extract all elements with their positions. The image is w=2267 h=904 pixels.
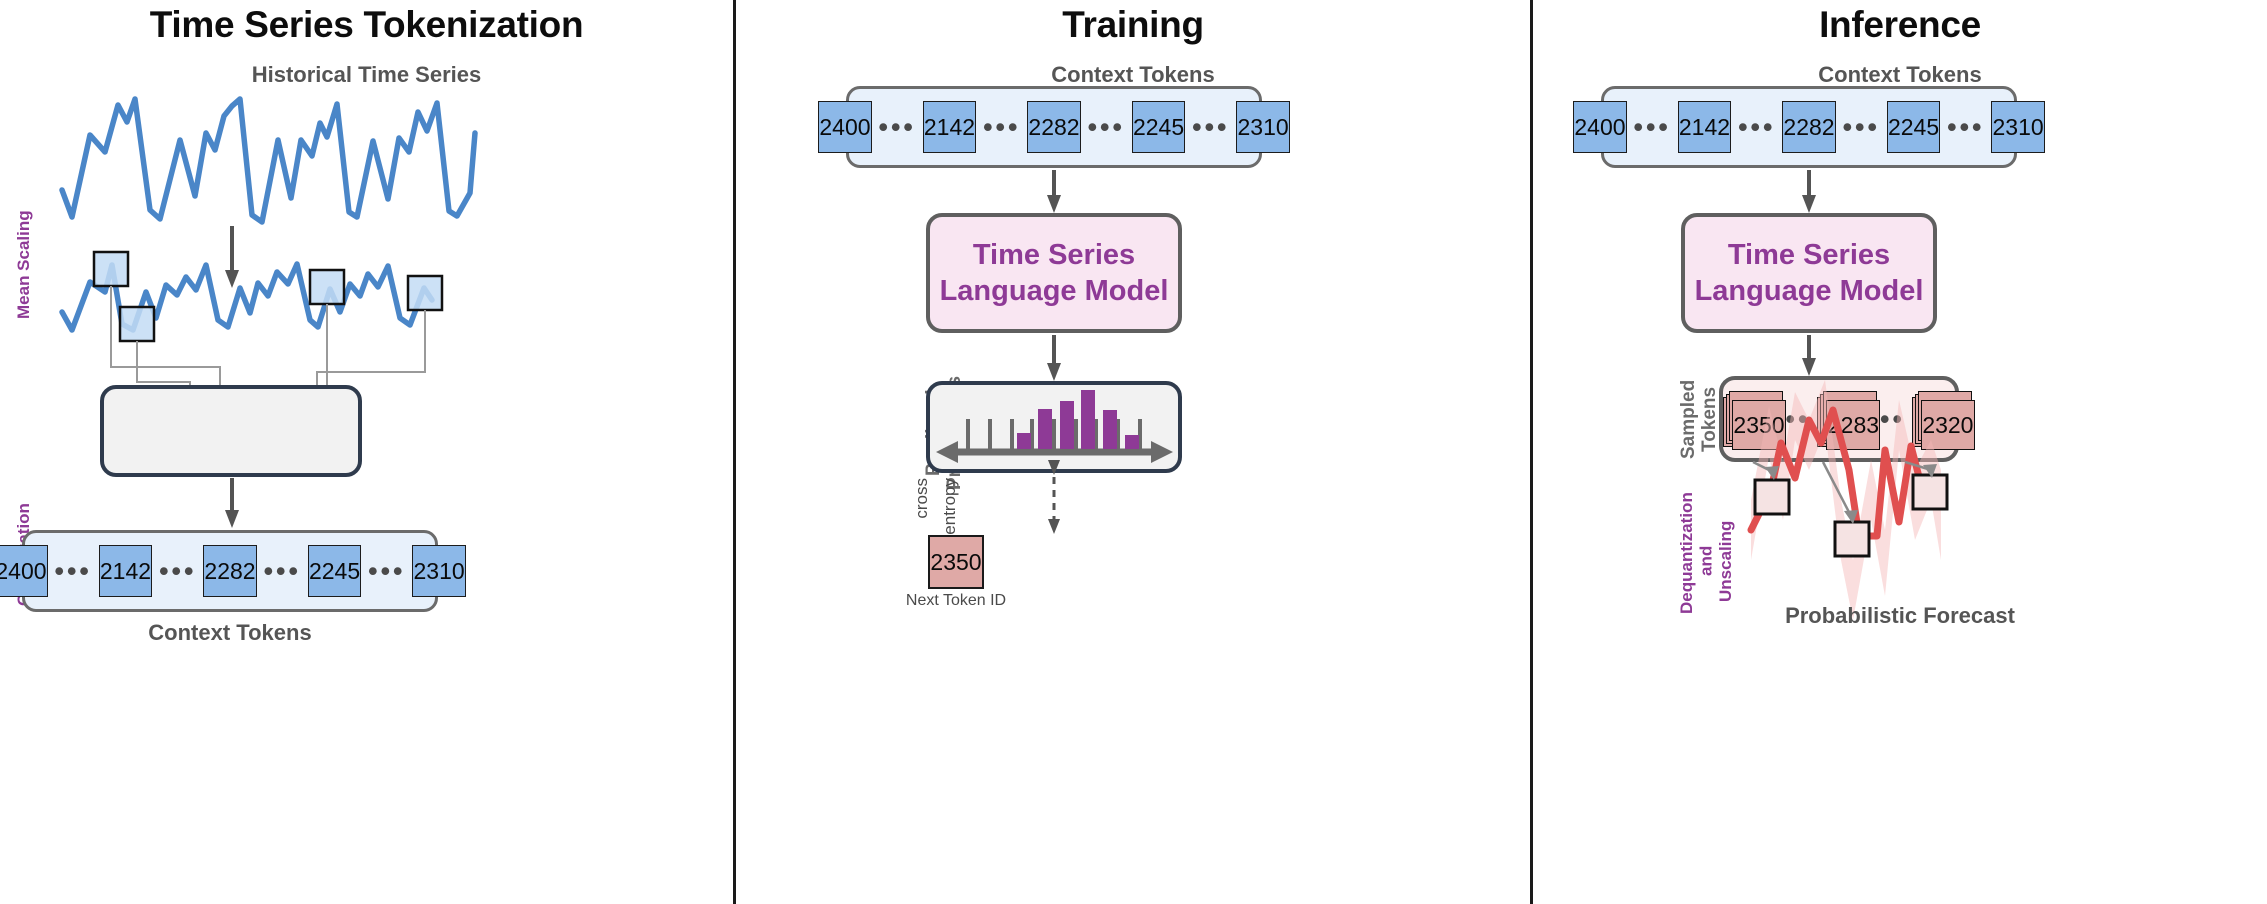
sampled-token-stack-0[interactable]: 2350 bbox=[1723, 391, 1786, 450]
tokenization-context-ellipsis-2: ••• bbox=[159, 555, 197, 586]
dequantized-point-2 bbox=[1833, 520, 1871, 558]
dequantized-point-3 bbox=[1911, 473, 1949, 511]
tokenization-context-ellipsis-1: ••• bbox=[54, 555, 92, 586]
inference-context-token-2[interactable]: 2282 bbox=[1782, 101, 1836, 153]
panel-divider-1 bbox=[733, 0, 736, 904]
cross-entropy-connector bbox=[1048, 460, 1060, 534]
inference-context-token-1[interactable]: 2142 bbox=[1677, 101, 1732, 153]
quantization-box bbox=[100, 385, 362, 477]
arrow-scaling bbox=[225, 226, 239, 288]
sampled-token-stack-2[interactable]: 2320 bbox=[1911, 391, 1975, 450]
token-window-2 bbox=[118, 305, 156, 343]
tokenization-context-token-0[interactable]: 2400 bbox=[0, 545, 48, 597]
tokenization-context-ellipsis-4: ••• bbox=[368, 555, 406, 586]
next-token-id-caption: Next Token ID bbox=[905, 592, 1007, 609]
training-context-token-0[interactable]: 2400 bbox=[818, 101, 872, 153]
sampled-token-0[interactable]: 2350 bbox=[1732, 400, 1786, 450]
sampled-tokens-strip[interactable]: 2350•••2283•••2320 bbox=[1719, 376, 1975, 462]
training-model-box[interactable]: Time Series Language Model bbox=[926, 213, 1182, 333]
panel-training: Training Context Tokens 2400•••2142•••22… bbox=[736, 0, 1530, 904]
tokenization-context-token-3[interactable]: 2245 bbox=[307, 545, 362, 597]
inference-title: Inference bbox=[1819, 4, 1981, 45]
training-context-token-1[interactable]: 2142 bbox=[922, 101, 977, 153]
panel-inference: Inference Context Tokens 2400•••2142•••2… bbox=[1533, 0, 2267, 904]
training-context-token-2[interactable]: 2282 bbox=[1027, 101, 1081, 153]
tokenization-context-caption: Context Tokens bbox=[148, 620, 312, 645]
inference-context-caption: Context Tokens bbox=[1818, 62, 1982, 87]
inference-context-token-strip[interactable]: 2400•••2142•••2282•••2245•••2310 bbox=[1573, 86, 2045, 168]
token-window-4 bbox=[406, 274, 444, 312]
tokenization-context-token-2[interactable]: 2282 bbox=[203, 545, 257, 597]
tokenization-title: Time Series Tokenization bbox=[149, 4, 584, 45]
panel-tokenization: Time Series Tokenization Historical Time… bbox=[0, 0, 733, 904]
training-context-token-3[interactable]: 2245 bbox=[1131, 101, 1186, 153]
probability-bars bbox=[1017, 390, 1139, 449]
dequantized-point-1 bbox=[1753, 478, 1791, 516]
inference-graphics bbox=[1747, 170, 1949, 620]
tokenization-context-token-4[interactable]: 2310 bbox=[412, 545, 466, 597]
probability-axis bbox=[936, 441, 1173, 463]
historical-time-series-chart bbox=[59, 96, 478, 225]
tokenization-context-token-1[interactable]: 2142 bbox=[98, 545, 153, 597]
inference-context-token-4[interactable]: 2310 bbox=[1991, 101, 2045, 153]
training-context-caption: Context Tokens bbox=[1051, 62, 1215, 87]
tokenization-context-ellipsis-3: ••• bbox=[263, 555, 301, 586]
probabilistic-forecast-caption: Probabilistic Forecast bbox=[1785, 603, 2015, 628]
training-graphics bbox=[936, 170, 1173, 534]
sampled-to-forecast-arrowheads bbox=[1765, 464, 1937, 524]
inference-model-line1: Time Series bbox=[1727, 238, 1891, 271]
arrow-model-to-sampled bbox=[1802, 335, 1816, 376]
panel-divider-2 bbox=[1530, 0, 1533, 904]
probability-ticks bbox=[966, 419, 1142, 449]
training-context-token-strip[interactable]: 2400•••2142•••2282•••2245•••2310 bbox=[818, 86, 1290, 168]
forecast-uncertainty-band bbox=[1751, 380, 1941, 620]
sampled-token-2[interactable]: 2320 bbox=[1920, 400, 1975, 450]
historical-series-label: Historical Time Series bbox=[251, 62, 482, 87]
probabilistic-forecast-chart bbox=[1747, 406, 1929, 540]
training-model-line2: Language Model bbox=[939, 275, 1169, 307]
token-window-1 bbox=[92, 250, 130, 288]
inference-model-box[interactable]: Time Series Language Model bbox=[1681, 213, 1937, 333]
training-title: Training bbox=[1062, 4, 1204, 45]
token-window-3 bbox=[308, 268, 346, 306]
arrow-quantization-to-tokens bbox=[225, 478, 239, 528]
tokenization-context-token-strip[interactable]: 2400•••2142•••2282•••2245•••2310 bbox=[0, 530, 466, 612]
arrow-model-to-probabilities bbox=[1047, 335, 1061, 381]
arrow-tokens-to-model bbox=[1802, 170, 1816, 213]
training-model-line1: Time Series bbox=[972, 238, 1136, 271]
training-context-token-4[interactable]: 2310 bbox=[1236, 101, 1290, 153]
arrow-tokens-to-model bbox=[1047, 170, 1061, 213]
next-token-id-box[interactable]: 2350 bbox=[928, 535, 984, 589]
inference-context-token-3[interactable]: 2245 bbox=[1886, 101, 1941, 153]
inference-model-line2: Language Model bbox=[1694, 275, 1924, 307]
inference-context-token-0[interactable]: 2400 bbox=[1573, 101, 1627, 153]
